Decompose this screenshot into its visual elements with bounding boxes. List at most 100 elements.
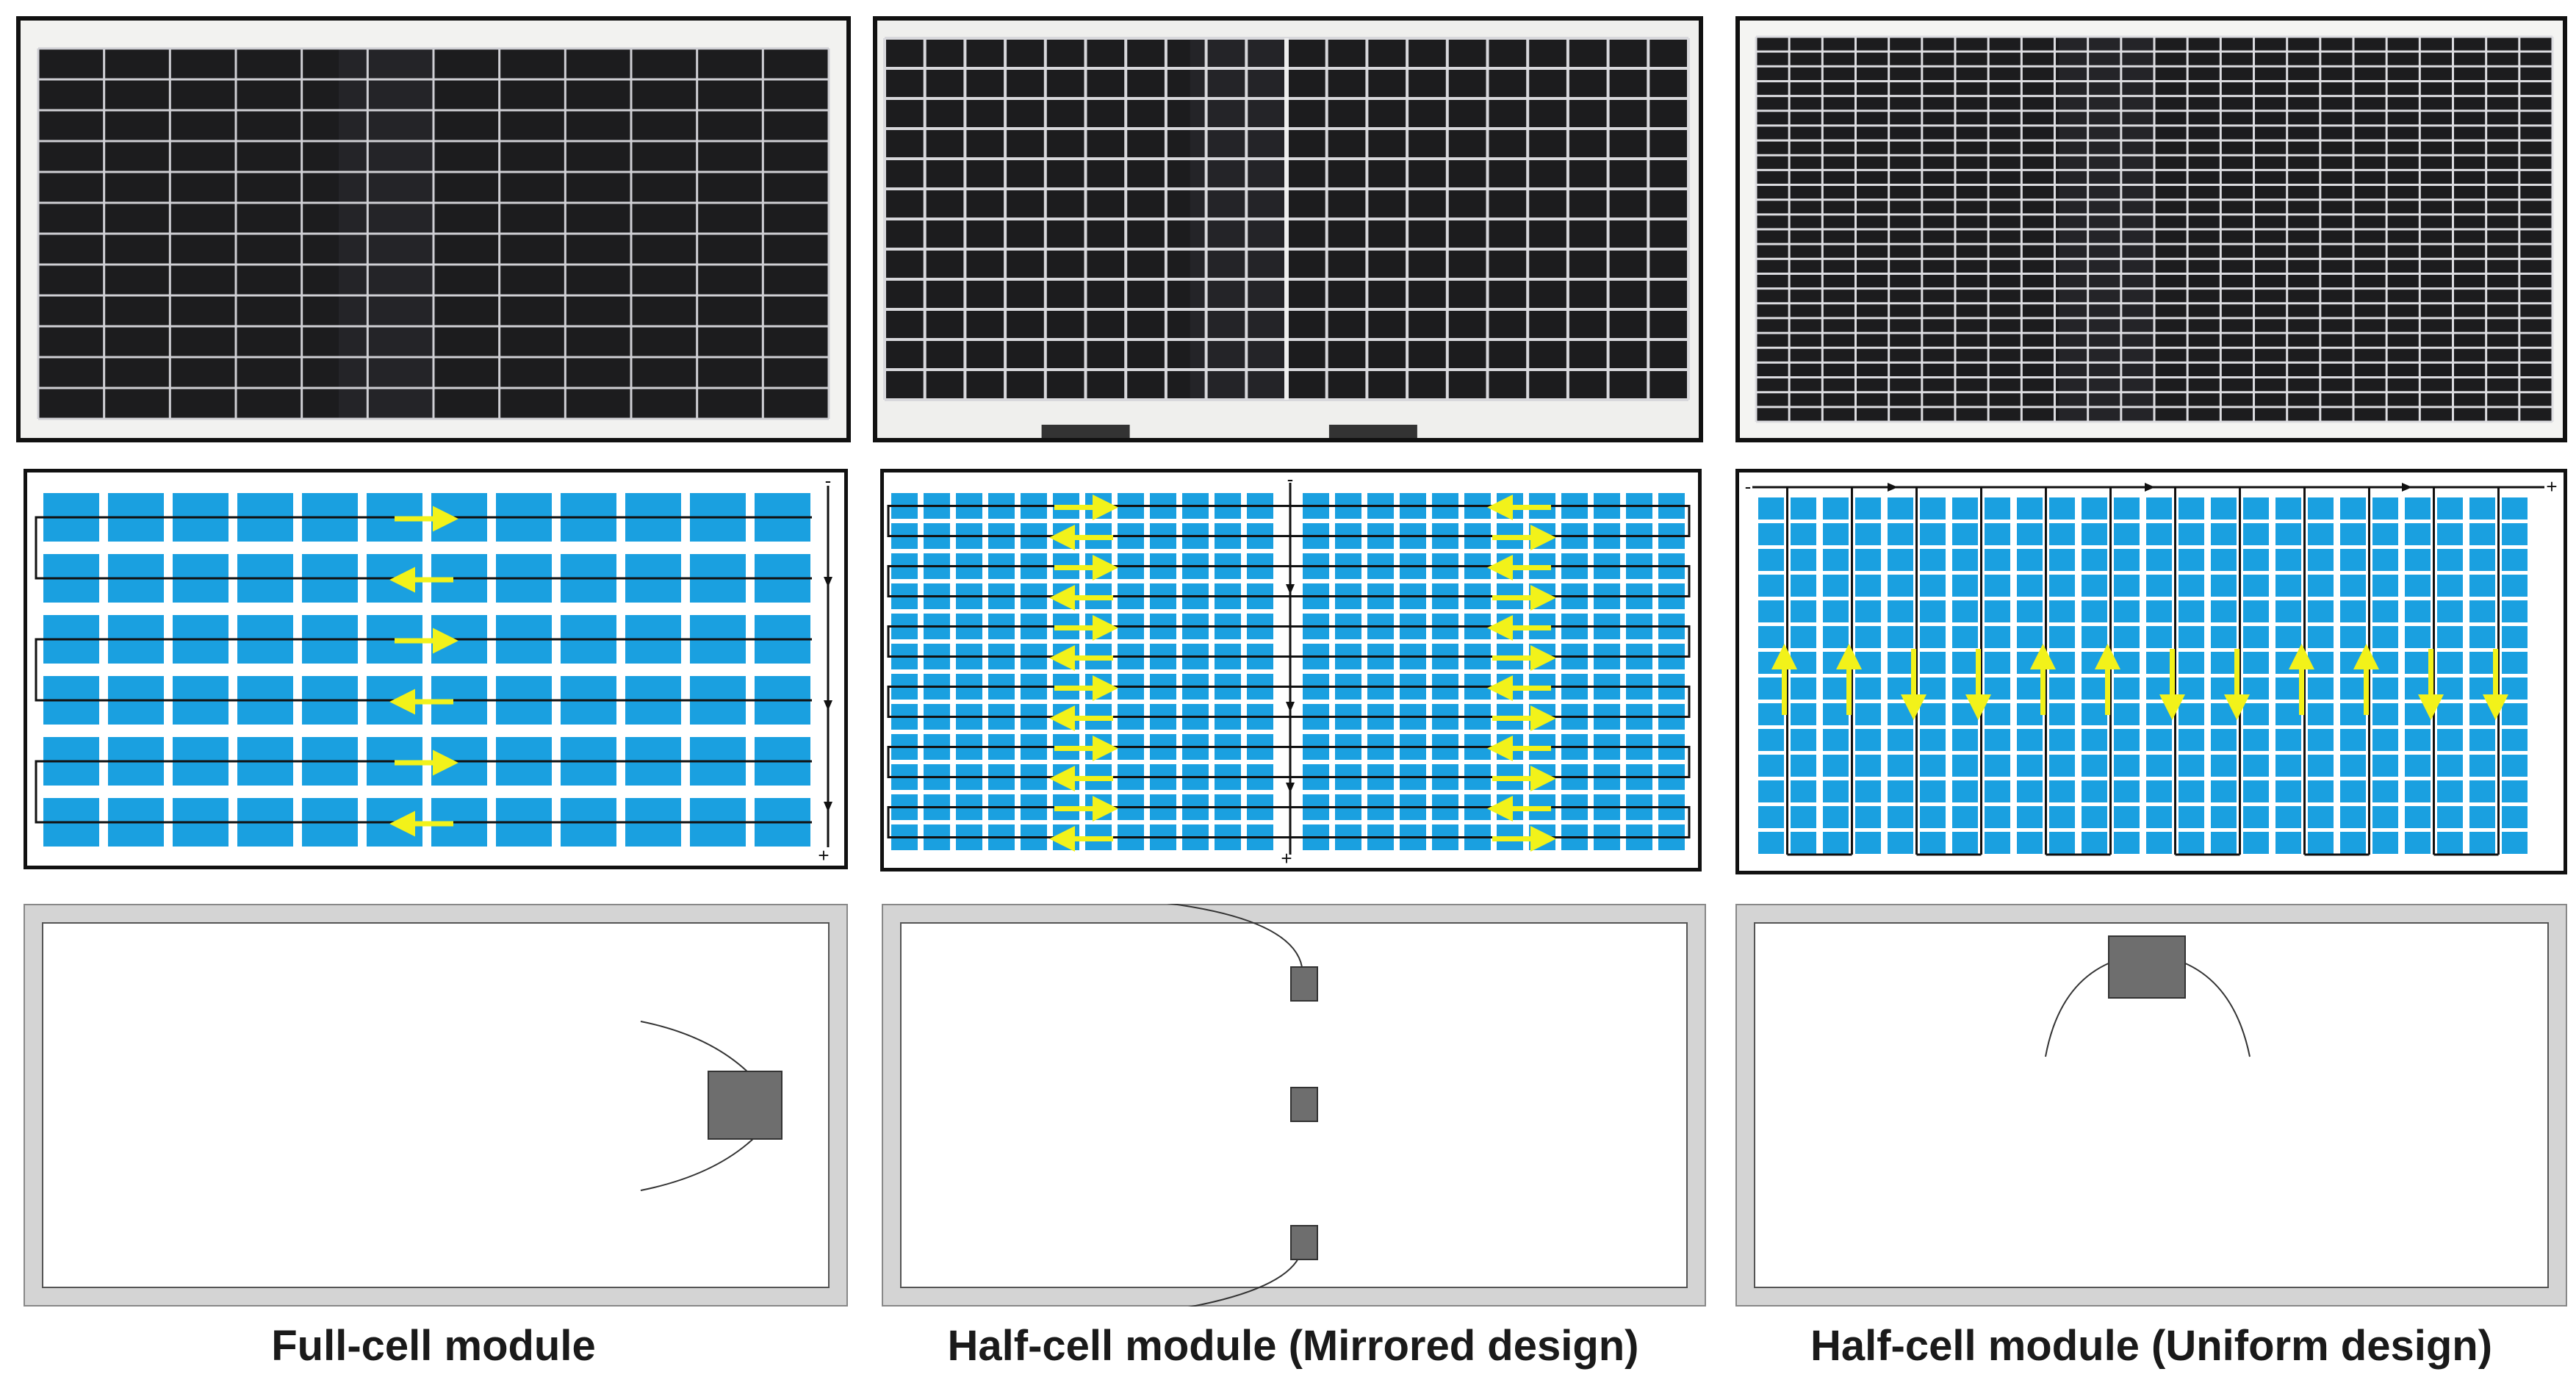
half-cell bbox=[1952, 703, 1978, 725]
half-cell bbox=[2211, 780, 2237, 802]
half-cell bbox=[2469, 678, 2495, 700]
half-cell bbox=[2114, 703, 2140, 725]
half-cell bbox=[2179, 575, 2204, 597]
half-cell bbox=[2372, 652, 2398, 674]
half-cell bbox=[2405, 575, 2431, 597]
half-cell bbox=[2049, 729, 2075, 751]
terminal-minus: - bbox=[1745, 475, 1752, 497]
half-cell bbox=[2437, 678, 2463, 700]
half-cell bbox=[1985, 780, 2010, 802]
half-cell bbox=[1791, 549, 1816, 571]
terminal-plus: + bbox=[818, 844, 829, 866]
bypass-diode-marker bbox=[2145, 483, 2155, 492]
half-cell bbox=[2308, 652, 2334, 674]
half-cell bbox=[1823, 755, 1849, 777]
half-cell bbox=[2340, 755, 2366, 777]
half-cell bbox=[2211, 703, 2237, 725]
half-cell bbox=[2146, 703, 2172, 725]
half-cell bbox=[1758, 703, 1784, 725]
half-cell bbox=[1791, 729, 1816, 751]
half-cell bbox=[2146, 780, 2172, 802]
half-cell bbox=[2275, 780, 2301, 802]
half-cell bbox=[2146, 652, 2172, 674]
bypass-diode-marker bbox=[2402, 483, 2412, 492]
half-cell bbox=[2017, 703, 2043, 725]
half-cell bbox=[2211, 652, 2237, 674]
half-cell bbox=[2082, 678, 2107, 700]
module-backsheet bbox=[42, 922, 830, 1288]
half-cell bbox=[2469, 832, 2495, 854]
half-cell bbox=[2275, 523, 2301, 545]
half-cell bbox=[2017, 626, 2043, 648]
half-cell bbox=[2179, 626, 2204, 648]
half-cell bbox=[1952, 575, 1978, 597]
half-cell bbox=[2017, 497, 2043, 520]
half-cell bbox=[1823, 523, 1849, 545]
half-cell bbox=[2017, 549, 2043, 571]
half-cell bbox=[2082, 703, 2107, 725]
half-cell bbox=[2275, 729, 2301, 751]
half-cell bbox=[2082, 806, 2107, 828]
half-cell bbox=[1920, 755, 1946, 777]
half-cell bbox=[1823, 575, 1849, 597]
half-cell bbox=[2502, 703, 2528, 725]
bypass-diode-marker bbox=[1286, 783, 1295, 793]
half-cell bbox=[1888, 755, 1913, 777]
half-cell bbox=[2017, 755, 2043, 777]
half-cell bbox=[2502, 832, 2528, 854]
half-cell bbox=[2211, 575, 2237, 597]
half-cell bbox=[1855, 729, 1881, 751]
half-cell bbox=[2405, 497, 2431, 520]
half-cell bbox=[2502, 806, 2528, 828]
half-cell bbox=[2469, 780, 2495, 802]
half-cell bbox=[2372, 626, 2398, 648]
half-cell bbox=[2179, 780, 2204, 802]
half-cell bbox=[2469, 575, 2495, 597]
half-cell bbox=[2437, 575, 2463, 597]
panel-stand-right bbox=[1328, 425, 1417, 438]
half-cell bbox=[1855, 780, 1881, 802]
half-cell bbox=[2243, 549, 2269, 571]
half-cell-mirrored-wiring-diagram: -+ bbox=[880, 469, 1702, 872]
half-cell bbox=[1791, 703, 1816, 725]
bypass-diode-marker bbox=[1286, 584, 1295, 594]
half-cell bbox=[2243, 652, 2269, 674]
half-cell bbox=[1758, 626, 1784, 648]
half-cell bbox=[1823, 600, 1849, 622]
half-cell bbox=[2308, 523, 2334, 545]
half-cell bbox=[2372, 755, 2398, 777]
half-cell bbox=[2017, 652, 2043, 674]
half-cell-uniform-module-photo bbox=[1735, 16, 2567, 442]
junction-box-bottom bbox=[1290, 1225, 1318, 1260]
half-cell bbox=[1791, 523, 1816, 545]
half-cell bbox=[1920, 806, 1946, 828]
half-cell bbox=[2275, 703, 2301, 725]
half-cell bbox=[2308, 549, 2334, 571]
half-cell bbox=[1791, 497, 1816, 520]
half-cell bbox=[2437, 549, 2463, 571]
half-cell bbox=[2405, 703, 2431, 725]
half-cell bbox=[1985, 832, 2010, 854]
half-cell bbox=[1888, 703, 1913, 725]
cell-grid-lines bbox=[37, 47, 830, 420]
half-cell bbox=[2017, 678, 2043, 700]
half-cell bbox=[2469, 549, 2495, 571]
half-cell bbox=[2308, 678, 2334, 700]
half-cell bbox=[2340, 703, 2366, 725]
half-cell bbox=[1985, 755, 2010, 777]
half-cell bbox=[2469, 755, 2495, 777]
half-cell bbox=[2049, 549, 2075, 571]
half-cell bbox=[2049, 523, 2075, 545]
half-cell bbox=[2437, 729, 2463, 751]
half-cell bbox=[2243, 523, 2269, 545]
half-cell bbox=[2437, 806, 2463, 828]
half-cell bbox=[2179, 703, 2204, 725]
half-cell bbox=[1888, 806, 1913, 828]
half-cell bbox=[1823, 678, 1849, 700]
half-cell bbox=[2114, 678, 2140, 700]
half-cell bbox=[1888, 575, 1913, 597]
half-cell bbox=[1823, 832, 1849, 854]
half-cell bbox=[2082, 626, 2107, 648]
half-cell bbox=[2405, 780, 2431, 802]
half-cell bbox=[1823, 806, 1849, 828]
